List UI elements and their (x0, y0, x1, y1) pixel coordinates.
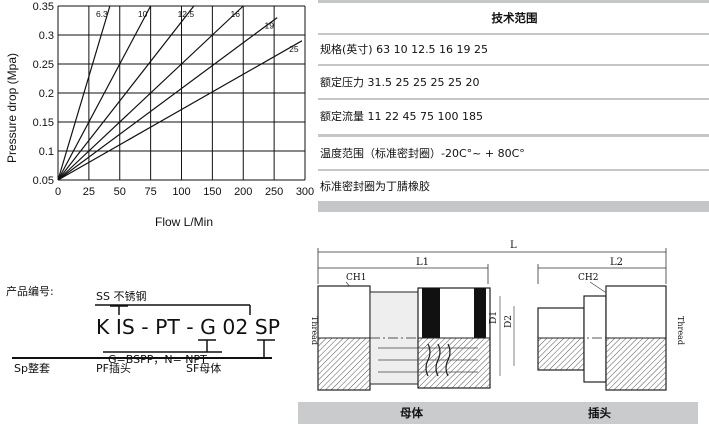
series-line (57, 40, 303, 181)
ring-band (422, 288, 440, 338)
spec-band (318, 98, 709, 100)
x-tick-label: 75 (145, 186, 157, 198)
spec-row: 标准密封圈为丁腈橡胶 (320, 180, 430, 193)
y-tick-label: 0.05 (33, 175, 54, 187)
x-tick-label: 0 (55, 186, 61, 198)
spec-row: 额定压力 31.5 25 25 25 25 20 (320, 76, 480, 89)
caption-female: 母体 (400, 406, 423, 420)
y-tick-label: 0.25 (33, 59, 54, 71)
dim-label-L2: L2 (610, 257, 623, 268)
male-plug (537, 285, 667, 391)
series-label: 6.3 (96, 9, 108, 19)
spec-row: 规格(英寸) 63 10 12.5 16 19 25 (320, 43, 489, 56)
spec-band (318, 134, 709, 137)
spec-row: 额定流量 11 22 45 75 100 185 (320, 110, 483, 123)
series-label: 10 (138, 9, 148, 19)
ch2-leader (589, 281, 609, 295)
chart-grid (57, 5, 306, 181)
series-line (57, 5, 152, 181)
thread-label-right: Thread (676, 316, 685, 345)
series-label: 25 (289, 44, 299, 54)
y-tick-label: 0.3 (39, 30, 54, 42)
ch1-label: CH1 (346, 273, 366, 283)
dim-label-L1: L1 (416, 257, 429, 268)
series-line (57, 5, 244, 181)
series-line (57, 17, 278, 181)
x-tick-label: 300 (296, 186, 314, 198)
pf-label: PF插头 (96, 361, 131, 375)
spec-band (318, 169, 709, 171)
spec-band (318, 64, 709, 66)
spec-table: 技术范围 规格(英寸) 63 10 12.5 16 19 25 额定压力 31.… (318, 0, 709, 212)
spec-band (318, 201, 709, 212)
sp-label: Sp整套 (14, 361, 50, 375)
thread-label-left: Thread (310, 316, 319, 345)
y-tick-label: 0.1 (39, 146, 54, 158)
ch2-label: CH2 (578, 273, 598, 283)
female-coupling (317, 285, 491, 391)
x-axis-label: Flow L/Min (155, 215, 213, 229)
chart-ticks: 0 25 50 75 100 150 200 250 300 0.05 0.1 0.15 0.2 0.25… (33, 1, 315, 198)
product-code-title: 产品编号: (6, 284, 54, 298)
y-tick-label: 0.15 (33, 117, 54, 129)
spec-band (318, 0, 709, 3)
x-tick-label: 50 (114, 186, 126, 198)
drawing-captions: 母体 插头 (298, 402, 698, 424)
caption-male: 插头 (588, 406, 611, 420)
ring-band (474, 288, 486, 338)
x-tick-label: 150 (203, 186, 221, 198)
series-line (57, 5, 195, 181)
spec-table-header: 技术范围 (491, 11, 538, 25)
product-code-diagram: 产品编号: SS 不锈钢 K IS - PT - G 02 SP G=BSPP，… (6, 284, 280, 375)
y-axis-label: Pressure drop (Mpa) (5, 53, 19, 163)
y-tick-label: 0.2 (39, 88, 54, 100)
sf-label: SF母体 (186, 361, 221, 375)
series-line (57, 5, 111, 181)
x-tick-label: 250 (265, 186, 283, 198)
chart-series-group: 6.3 10 12.5 16 19 25 (57, 5, 303, 181)
pressure-drop-chart: 6.3 10 12.5 16 19 25 0 25 50 75 100 150 200 250 300 0.… (5, 1, 315, 229)
series-label: 16 (231, 9, 241, 19)
coupling-drawing: L L1 L2 CH1 CH2 Thread D1 D2 Thread (310, 240, 685, 391)
series-label: 19 (264, 21, 274, 31)
x-tick-label: 25 (83, 186, 95, 198)
y-tick-label: 0.35 (33, 1, 54, 13)
d2-label: D2 (504, 315, 514, 328)
product-code-text: K IS - PT - G 02 SP (96, 315, 280, 339)
ss-label: SS 不锈钢 (96, 290, 146, 303)
x-tick-label: 100 (172, 186, 190, 198)
spec-band (318, 33, 709, 35)
spring-icon (425, 343, 451, 377)
d1-label: D1 (489, 311, 499, 324)
series-label: 12.5 (178, 9, 195, 19)
thread-label: G=BSPP，N= NPT (108, 353, 207, 366)
dim-label-L: L (510, 240, 517, 251)
spec-row: 温度范围（标准密封圈）-20C°~ + 80C° (320, 147, 525, 160)
x-tick-label: 200 (234, 186, 252, 198)
